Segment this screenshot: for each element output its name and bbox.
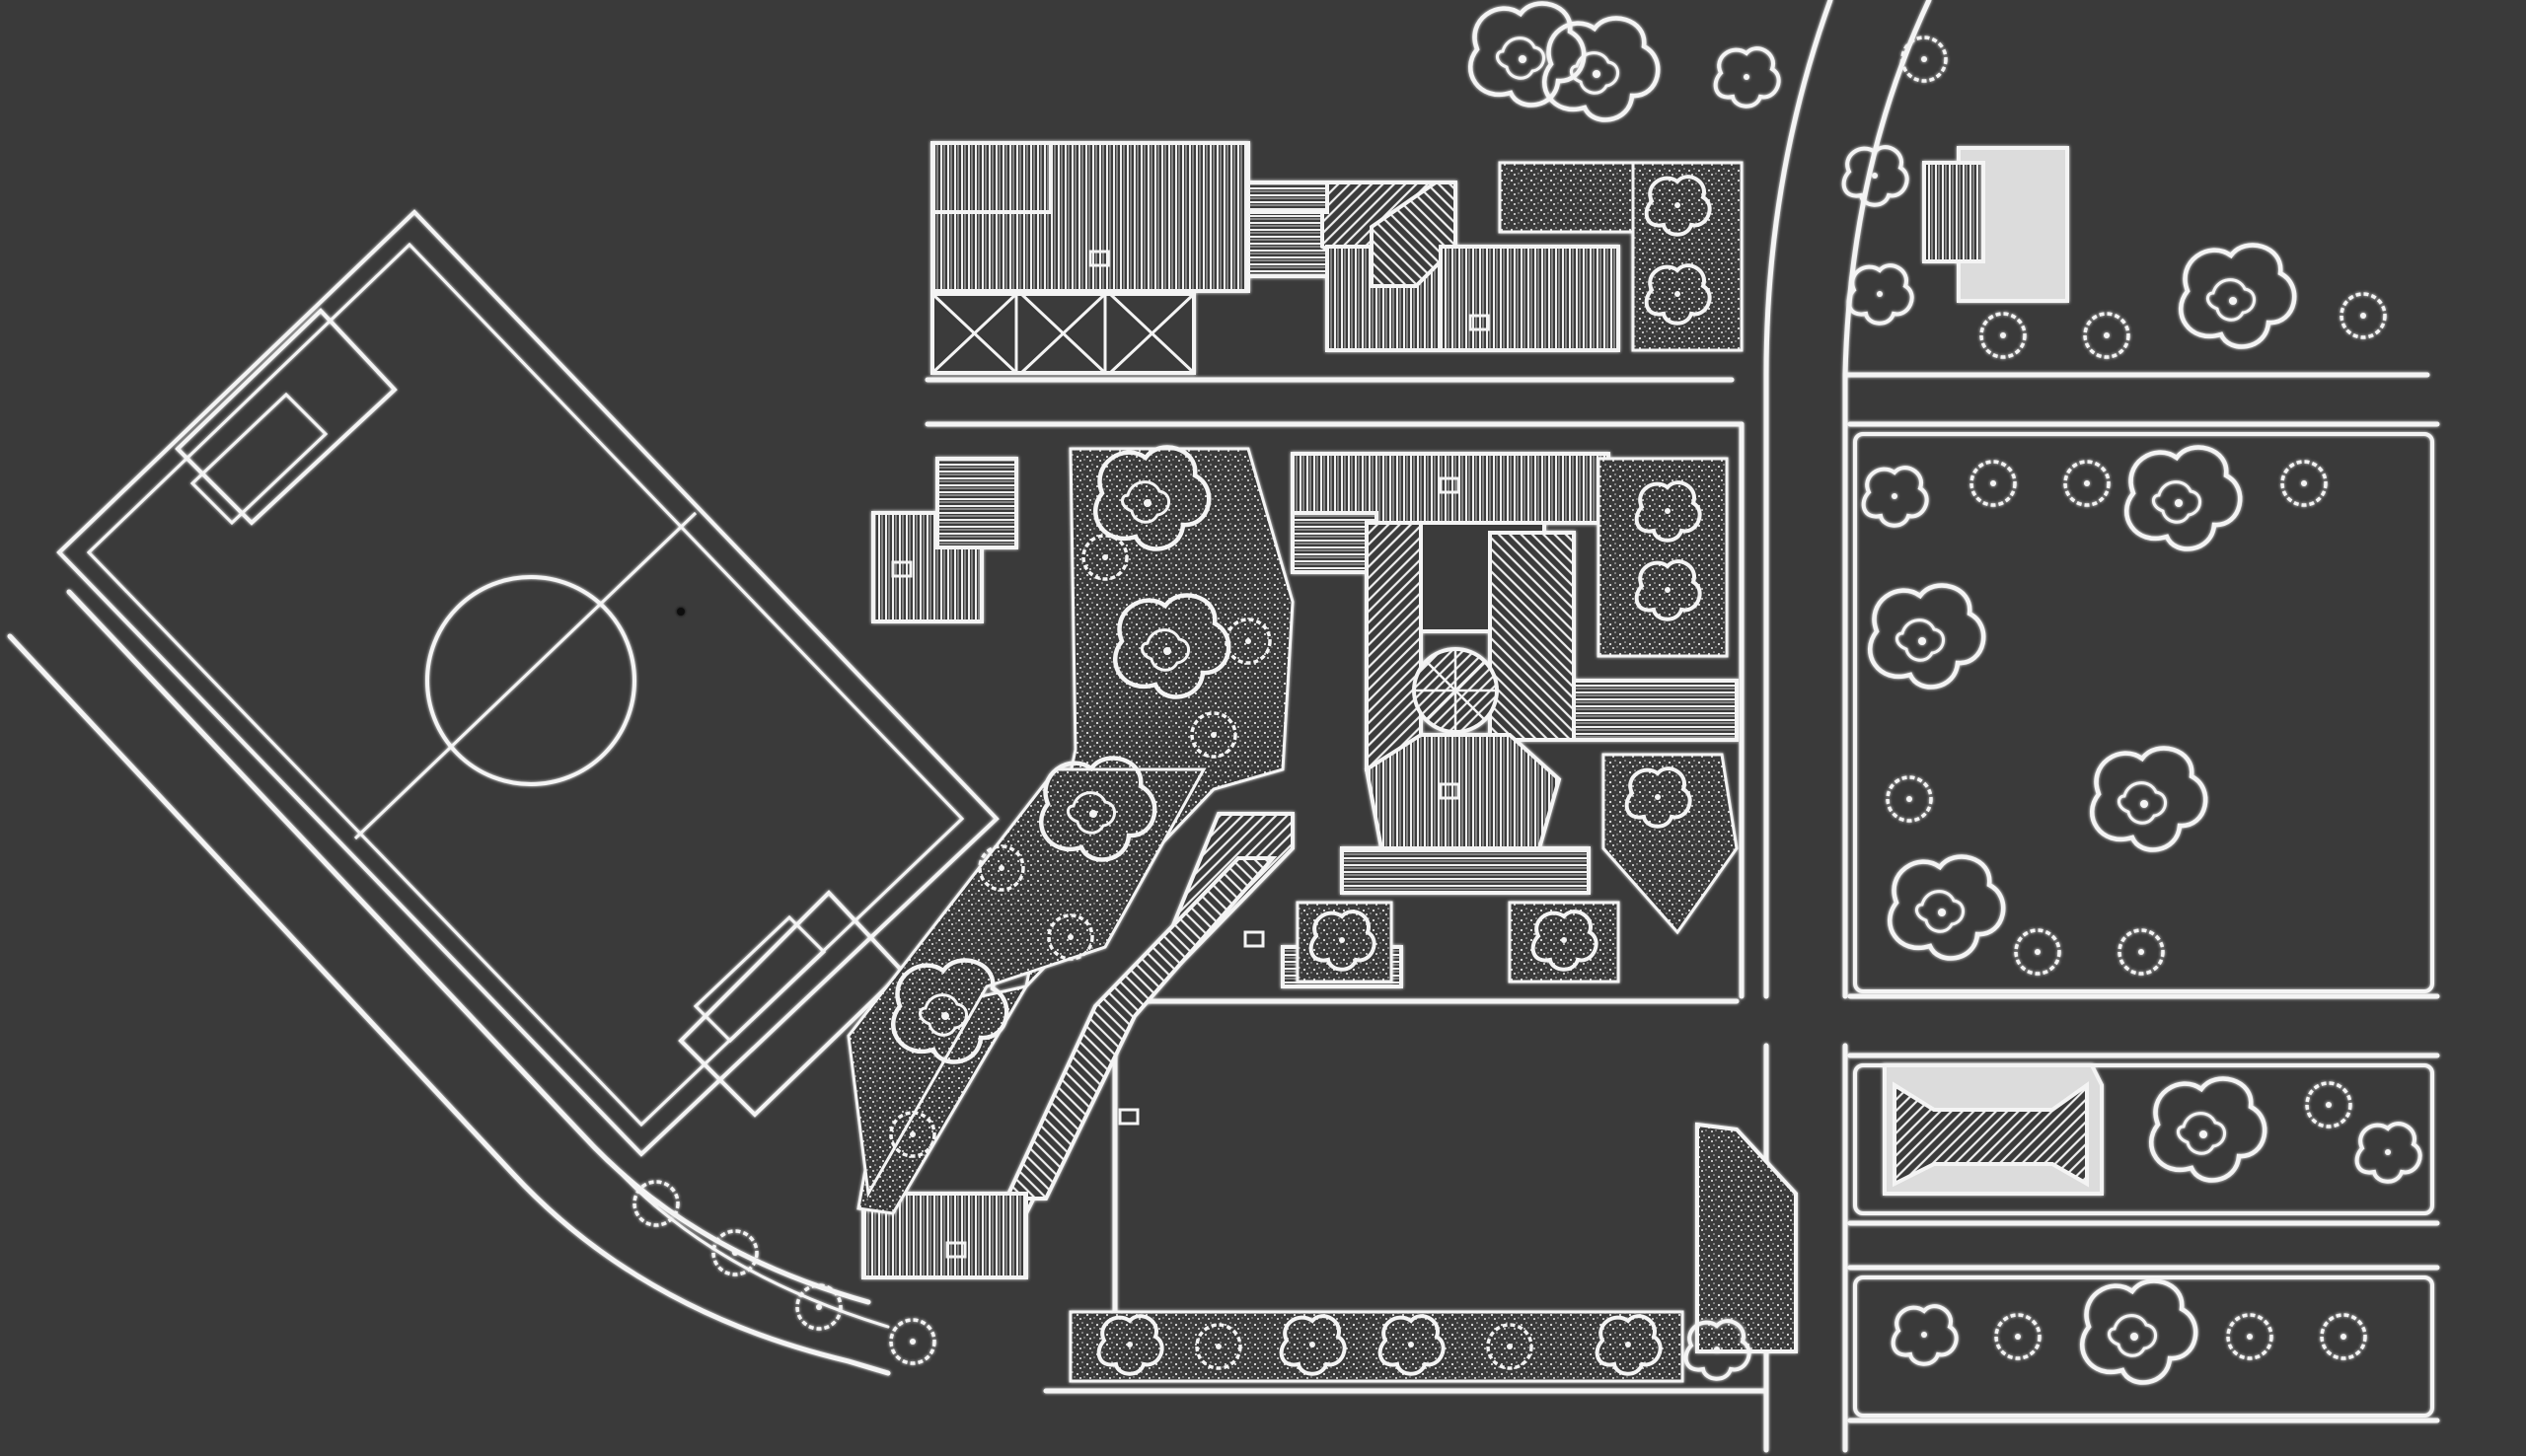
sports-field bbox=[56, 209, 1000, 1157]
tree bbox=[2014, 928, 2061, 976]
east-block-3 bbox=[1853, 1275, 2434, 1418]
tree bbox=[2280, 460, 2328, 507]
field-inner-line bbox=[86, 242, 965, 1128]
goal-box-bottom bbox=[693, 914, 827, 1044]
tree bbox=[1969, 460, 2017, 507]
rotunda-rays bbox=[1414, 649, 1497, 732]
tree bbox=[1979, 312, 2027, 359]
house-east-lower-roof bbox=[1893, 1081, 2089, 1188]
building-north-east-step bbox=[1439, 245, 1620, 352]
tree bbox=[1891, 1304, 1959, 1366]
north-road-west-edge bbox=[1763, 0, 1833, 999]
tree bbox=[1713, 46, 1781, 109]
tree bbox=[2305, 1081, 2352, 1128]
building-north-small-top bbox=[1246, 181, 1329, 214]
plaza-edge-lower bbox=[1112, 998, 1740, 1345]
tree bbox=[2340, 292, 2387, 339]
tree bbox=[2126, 448, 2240, 549]
tree bbox=[2151, 1079, 2265, 1181]
tree bbox=[2082, 1281, 2195, 1383]
building-small-west-top bbox=[935, 457, 1018, 549]
tree bbox=[2226, 1313, 2273, 1360]
central-steps bbox=[1340, 846, 1591, 895]
planting-strip-west-2 bbox=[847, 767, 1207, 1199]
tree bbox=[2092, 749, 2205, 850]
tree bbox=[2063, 460, 2111, 507]
building-diagonal-inner bbox=[1003, 856, 1278, 1201]
planting-box-central-south bbox=[1601, 753, 1739, 935]
tree bbox=[2117, 928, 2165, 976]
tree bbox=[889, 1318, 936, 1365]
landscape bbox=[632, 4, 2422, 1383]
north-road-east-edge bbox=[1842, 0, 1932, 999]
penalty-box-top bbox=[175, 308, 398, 526]
tree bbox=[1470, 4, 1584, 106]
building-central-west-arm bbox=[1291, 511, 1378, 574]
road-curb-curve bbox=[610, 1162, 890, 1329]
tree bbox=[2354, 1122, 2422, 1184]
centre-spot bbox=[677, 608, 685, 616]
roads bbox=[7, 0, 2440, 1453]
planting-box-central-east bbox=[1597, 457, 1729, 658]
tree bbox=[1846, 263, 1914, 326]
tree bbox=[1890, 857, 2003, 959]
buildings bbox=[861, 141, 2104, 1353]
crossed-bay-marks bbox=[930, 292, 1196, 375]
tree bbox=[1994, 1313, 2042, 1360]
centre-circle bbox=[425, 575, 636, 786]
tree bbox=[1861, 466, 1929, 528]
building-north-tower bbox=[930, 141, 1053, 214]
east-blocks bbox=[1853, 432, 2434, 1418]
planter-south bbox=[1695, 1122, 1798, 1353]
planting-strip-south bbox=[1069, 1310, 1684, 1383]
goal-box-top bbox=[189, 392, 329, 526]
tree bbox=[1544, 19, 1658, 120]
building-central-east bbox=[1488, 531, 1576, 742]
house-east-north-annex bbox=[1922, 161, 1985, 263]
halfway-line bbox=[353, 511, 698, 840]
building-central-east-block bbox=[1572, 679, 1739, 742]
tree bbox=[1870, 586, 1983, 688]
tree bbox=[2083, 312, 2130, 359]
tree bbox=[2181, 246, 2294, 347]
road-edge-outer-curve bbox=[7, 633, 891, 1376]
tree bbox=[2320, 1313, 2367, 1360]
building-central-west bbox=[1365, 521, 1423, 771]
field-boundary bbox=[56, 209, 1000, 1157]
east-block-1 bbox=[1853, 432, 2434, 993]
entrance-marks bbox=[891, 250, 1490, 1259]
building-central-hall bbox=[1364, 733, 1562, 850]
east-block-2 bbox=[1853, 1063, 2434, 1215]
tree bbox=[1886, 775, 1933, 823]
